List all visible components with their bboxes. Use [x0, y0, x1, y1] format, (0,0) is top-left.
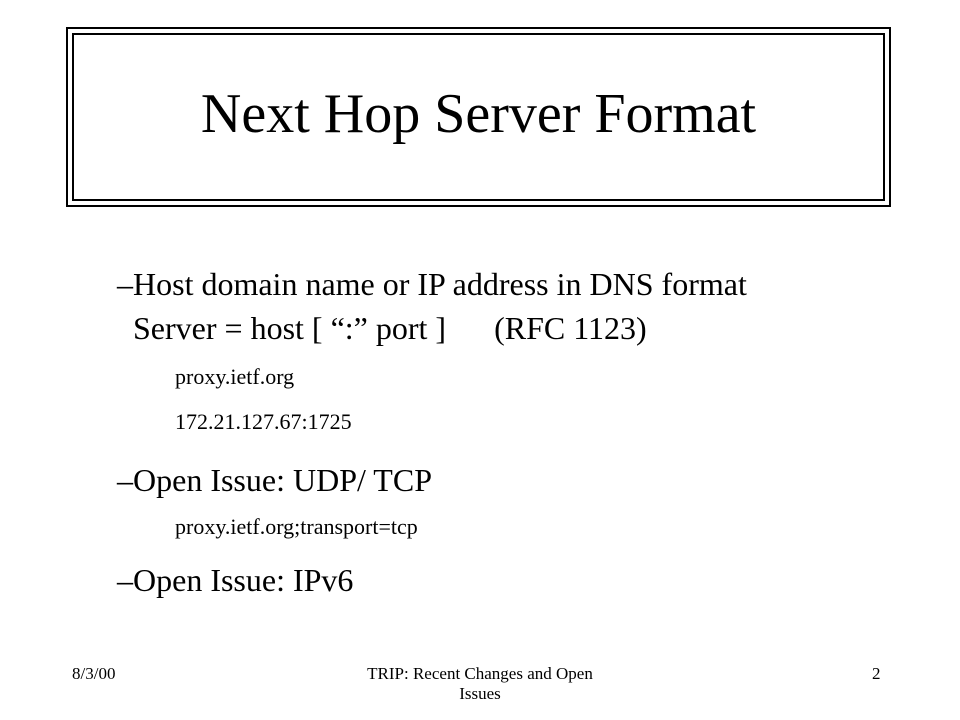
sub-item-3: proxy.ietf.org;transport=tcp [175, 514, 418, 539]
bullet-dash: – [117, 266, 133, 302]
sub-item-2: 172.21.127.67:1725 [175, 409, 352, 434]
sub-item-1: proxy.ietf.org [175, 364, 295, 389]
footer-title-line-2: Issues [459, 684, 501, 703]
bullet-1: –Host domain name or IP address in DNS f… [117, 264, 747, 304]
footer-date: 8/3/00 [72, 664, 116, 683]
title-box: Next Hop Server Format [66, 27, 891, 207]
bullet-2: –Open Issue: UDP/ TCP [117, 460, 432, 500]
footer-title-line-1: TRIP: Recent Changes and Open [367, 664, 593, 683]
bullet-dash: – [117, 462, 133, 498]
footer-title: TRIP: Recent Changes and Open Issues [320, 664, 640, 704]
bullet-dash: – [117, 562, 133, 598]
bullet-2-text: Open Issue: UDP/ TCP [133, 462, 432, 498]
server-format-text: Server = host [ “:” port ] [133, 310, 447, 346]
bullet-1-text: Host domain name or IP address in DNS fo… [133, 266, 747, 302]
slide-body: –Host domain name or IP address in DNS f… [117, 264, 747, 600]
bullet-3-text: Open Issue: IPv6 [133, 562, 354, 598]
bullet-3: –Open Issue: IPv6 [117, 560, 353, 600]
slide-title: Next Hop Server Format [200, 83, 757, 145]
rfc-reference: (RFC 1123) [494, 310, 647, 346]
bullet-1-line-2: Server = host [ “:” port ] (RFC 1123) [133, 308, 647, 348]
footer-page-number: 2 [872, 664, 881, 683]
